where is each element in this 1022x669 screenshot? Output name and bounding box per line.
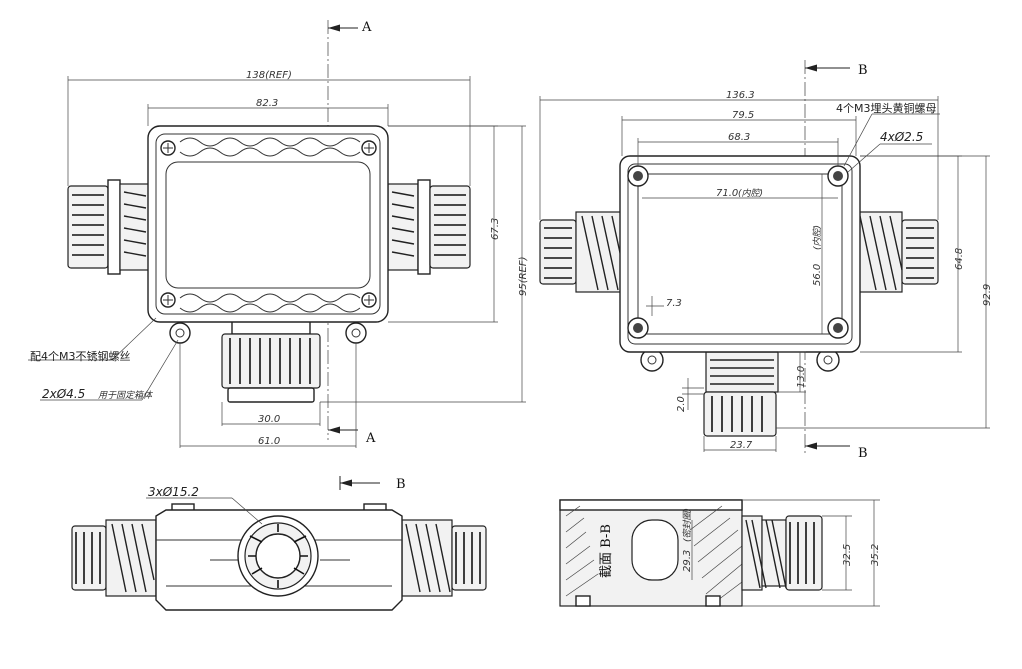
back-dim-gap: 2.0: [676, 396, 687, 412]
front-dim-bottom-outer: 61.0: [258, 436, 280, 447]
front-note-screws: 配4个M3不锈钢螺丝: [30, 350, 131, 363]
section-b-label-small: B: [396, 477, 406, 492]
back-note-nuts: 4个M3埋头黄铜螺母: [836, 101, 937, 115]
back-dim-1: 79.5: [732, 110, 754, 121]
back-bottom-gland: [703, 351, 779, 437]
front-lid-window: [165, 161, 371, 289]
section-title: 截面 B-B: [599, 524, 614, 578]
section-dim-h2: 35.2: [870, 544, 881, 566]
front-note-holes: 2xØ4.5: [42, 387, 85, 401]
section-hole: [631, 519, 679, 581]
back-dim-inner-height-suffix: (内腔): [812, 225, 823, 250]
bottom-view: B 3xØ15.2: [71, 476, 487, 611]
front-dim-top: 82.3: [256, 98, 278, 109]
section-a-label-top: A: [361, 20, 372, 35]
back-dim-nut: 23.7: [730, 440, 753, 451]
back-note-holes: 4xØ2.5: [880, 130, 923, 144]
back-dim-thread: 13.0: [796, 366, 807, 388]
back-dim-right-2: 92.9: [982, 284, 993, 306]
section-b-label-top: B: [858, 63, 868, 78]
front-box-body: [147, 125, 389, 323]
section-b-label-bottom: B: [858, 446, 868, 461]
bottom-note-ports: 3xØ15.2: [148, 485, 199, 499]
front-left-gland: [67, 179, 151, 275]
back-dim-small: 7.3: [666, 298, 682, 309]
section-dim-h1: 32.5: [842, 544, 853, 566]
back-dim-inner-height: 56.0: [812, 264, 823, 286]
front-bottom-gland: [221, 319, 321, 403]
back-left-gland: [539, 211, 623, 293]
front-dim-bottom-inner: 30.0: [258, 414, 280, 425]
section-dim-hole-suffix: (密封圈): [682, 508, 693, 542]
front-dim-right-inner: 67.3: [490, 218, 501, 240]
front-screw-icons: [160, 140, 377, 308]
front-mount-ear-left: [169, 322, 191, 344]
back-box-body: [619, 155, 861, 353]
back-view: 136.3 79.5 68.3 71.0 (内腔) 56.0 (内腔) 64.8…: [539, 90, 993, 452]
back-dim-2: 68.3: [728, 132, 750, 143]
front-view: 138(REF) 82.3 67.3 95(REF) 30.0 61.0 配4个…: [28, 70, 529, 448]
back-dim-overall: 136.3: [726, 90, 755, 101]
front-dim-overall: 138(REF): [246, 70, 292, 81]
section-view-bb: 截面 B-B 29.3 (密封圈) 32.5 35.2: [559, 499, 881, 607]
back-dim-right-1: 64.8: [954, 248, 965, 270]
back-inner-cavity: [637, 173, 843, 335]
front-right-gland: [387, 179, 471, 275]
front-note-holes-suffix: 用于固定箱体: [98, 390, 154, 401]
section-dim-hole: 29.3: [682, 550, 693, 572]
front-mount-ear-right: [345, 322, 367, 344]
back-right-gland: [855, 211, 939, 293]
back-dim-inner-width: 71.0: [716, 188, 738, 199]
section-a-label-bottom: A: [365, 431, 376, 446]
back-dim-inner-width-suffix: (内腔): [738, 188, 763, 199]
front-dim-right-outer: 95(REF): [518, 256, 529, 296]
